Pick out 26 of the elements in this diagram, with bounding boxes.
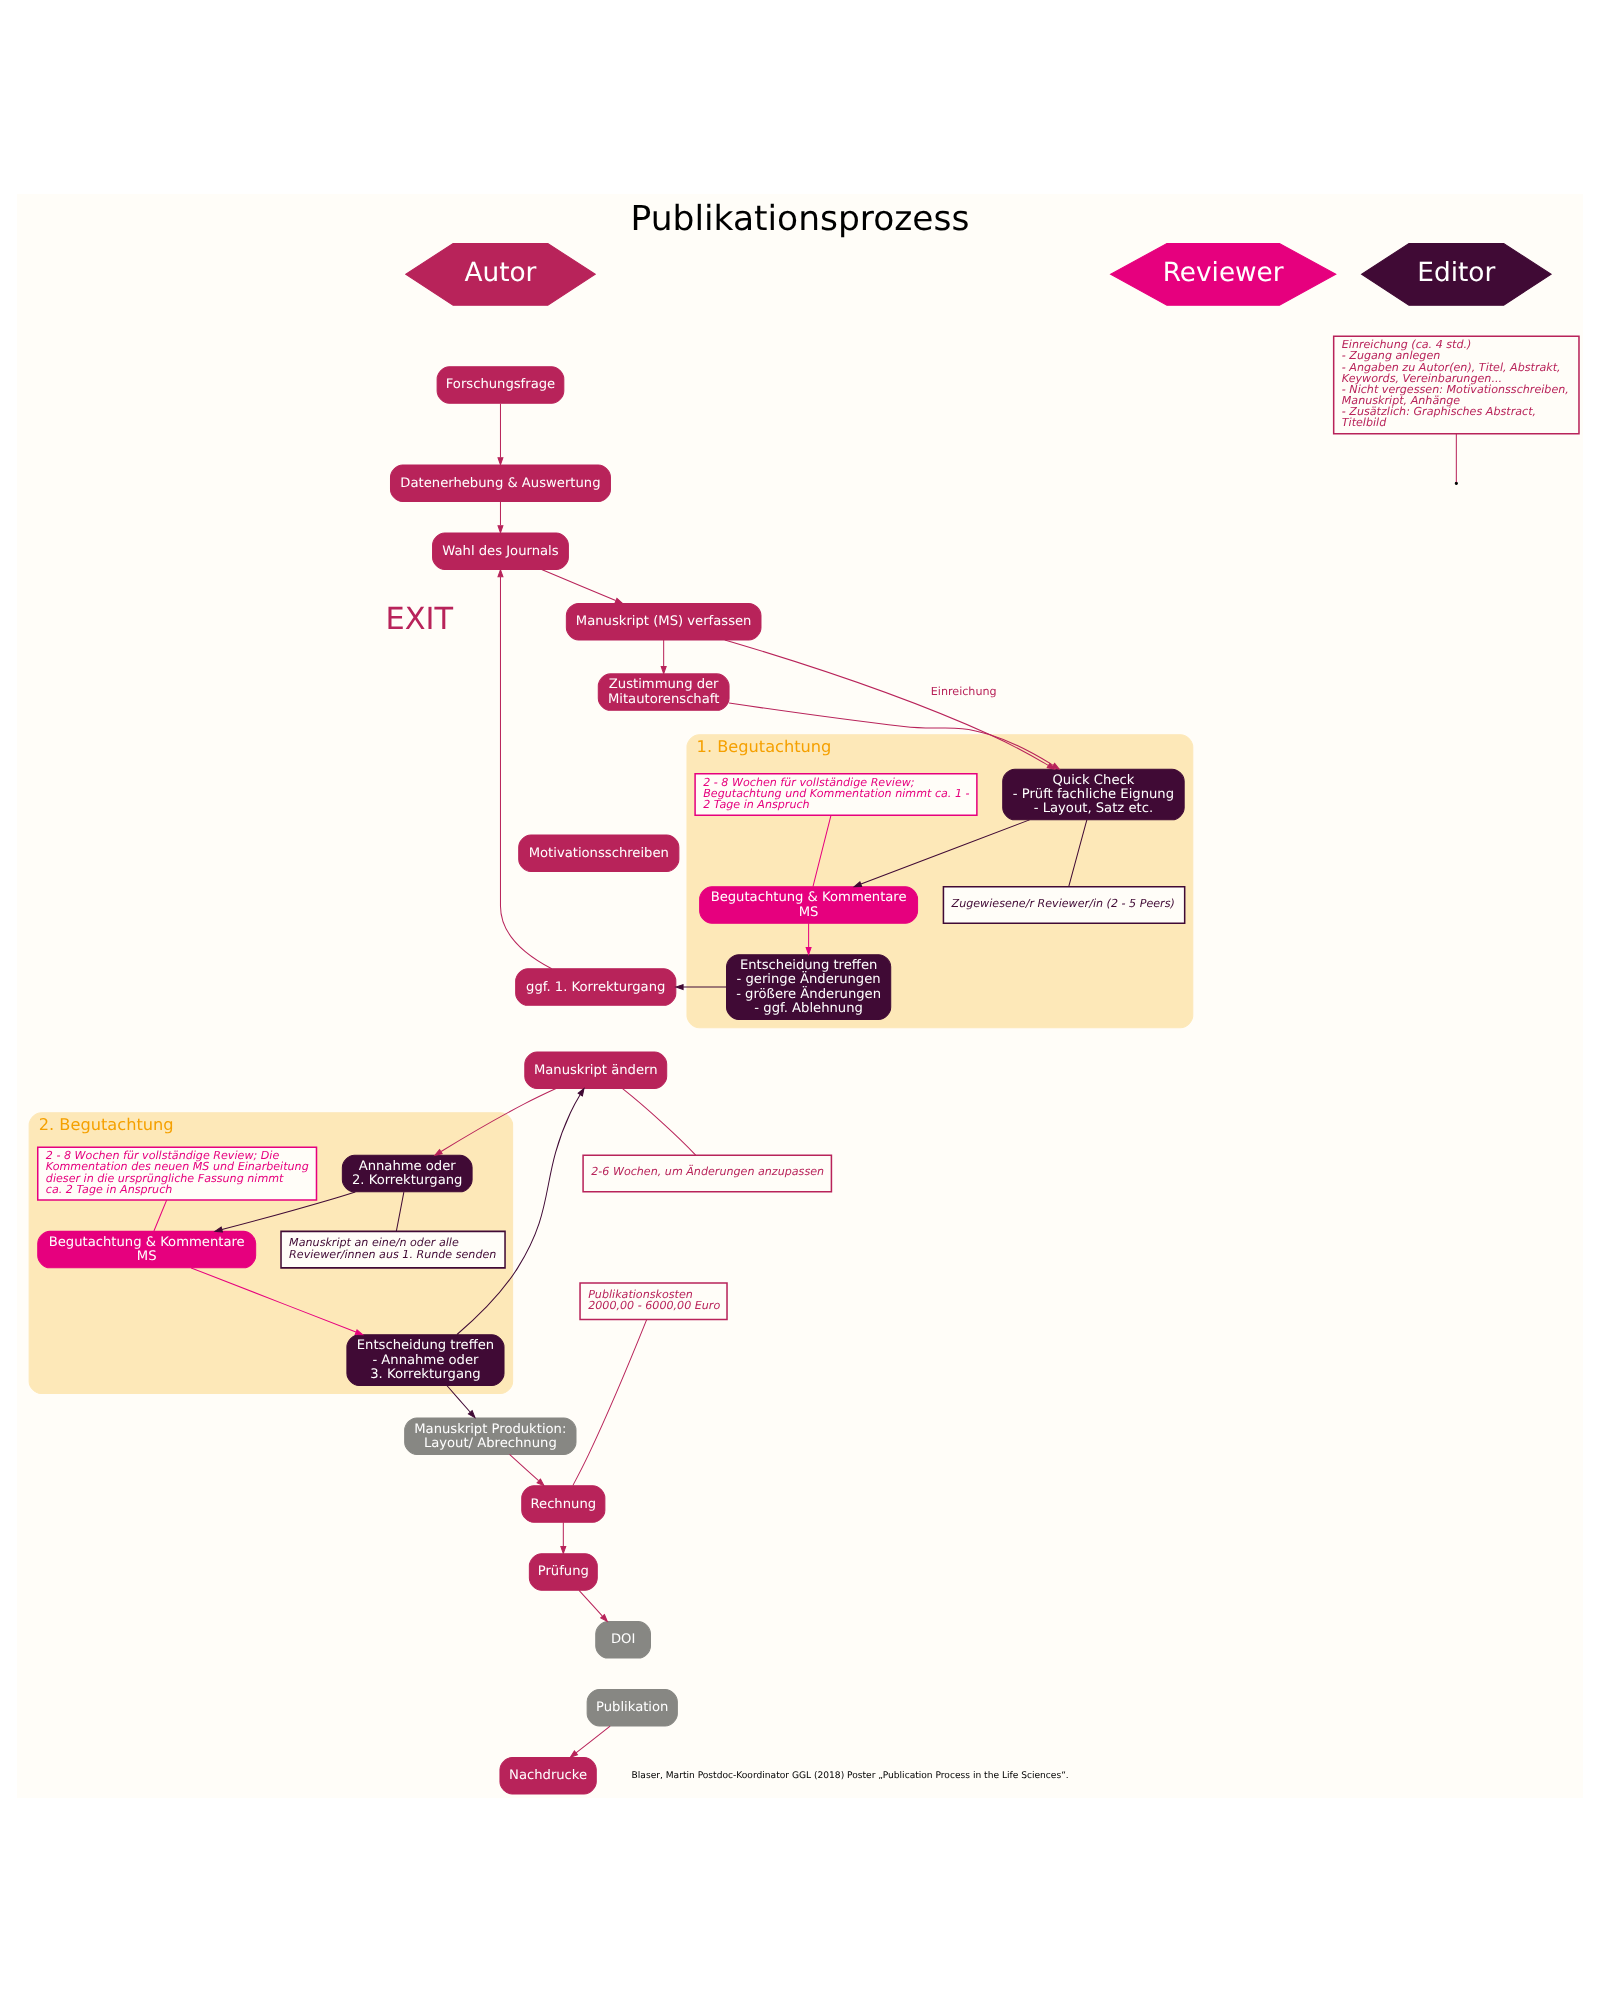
connector: [153, 1199, 168, 1232]
arrow: [560, 1521, 567, 1556]
arrow: [456, 1087, 585, 1335]
diagram-title: Publikationsprozess: [630, 199, 970, 240]
arrow: [497, 403, 504, 467]
label: EXIT: [385, 601, 454, 638]
arrow: [497, 568, 553, 970]
arrow: [569, 1725, 611, 1759]
arrow: [446, 1385, 476, 1419]
arrow: [541, 569, 624, 604]
connector: [1455, 433, 1457, 483]
connector: [572, 1319, 648, 1487]
connector: [622, 1088, 697, 1156]
arrow: [213, 1191, 356, 1233]
arrow: [674, 983, 727, 991]
arrow: [497, 501, 504, 535]
arrow: [805, 922, 812, 957]
arrow: [660, 639, 667, 676]
connector: [812, 814, 832, 888]
arrow: [852, 819, 1031, 888]
connector: [1068, 819, 1088, 887]
connector: [395, 1191, 405, 1232]
arrow: [190, 1267, 365, 1336]
arrow: [578, 1589, 609, 1623]
arrow: [433, 1088, 557, 1157]
arrow: [509, 1453, 546, 1487]
